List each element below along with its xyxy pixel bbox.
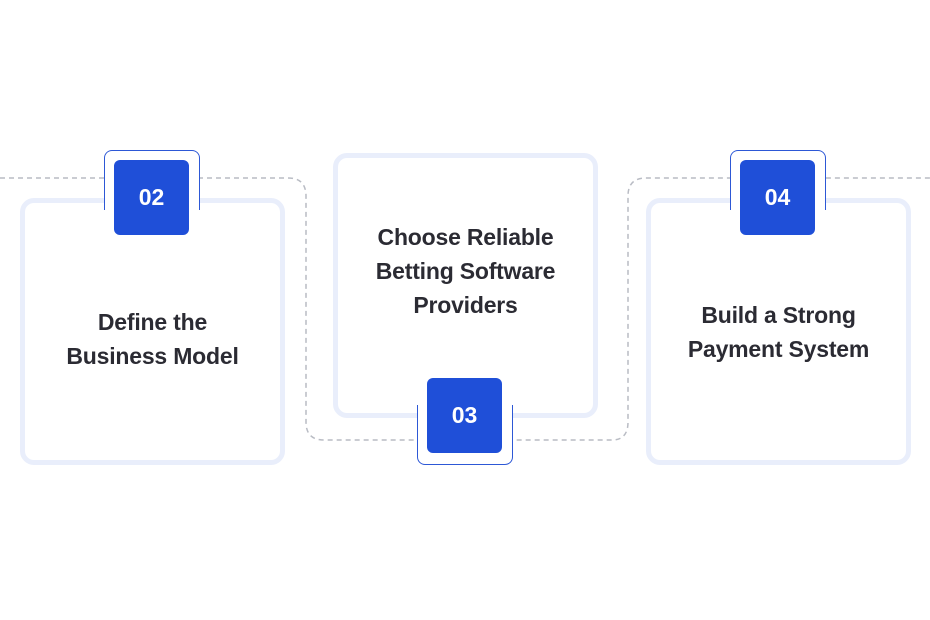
step-title-03: Choose Reliable Betting Software Provide…: [376, 220, 556, 322]
step-card-02: Define the Business Model: [20, 198, 285, 465]
step-title-04-line1: Build a Strong: [701, 302, 856, 328]
connector-left: [0, 177, 930, 441]
step-title-02-line1: Define the: [97, 308, 208, 335]
step-title-04-line2: Payment System: [687, 336, 870, 362]
step-badge-04: 04: [740, 160, 815, 235]
step-title-02-line2: Business Model: [66, 342, 239, 369]
step-title-02: Define the Business Model: [66, 305, 238, 373]
step-badge-03: 03: [427, 378, 502, 453]
step-card-03: Choose Reliable Betting Software Provide…: [333, 153, 598, 418]
step-card-04: Build a Strong Payment System: [646, 198, 911, 465]
step-title-03-line3: Providers: [413, 291, 518, 318]
step-title-04: Build a Strong Payment System: [688, 298, 869, 366]
step-title-03-line2: Betting Software: [375, 257, 556, 284]
step-title-03-line1: Choose Reliable: [377, 223, 554, 250]
step-badge-02: 02: [114, 160, 189, 235]
